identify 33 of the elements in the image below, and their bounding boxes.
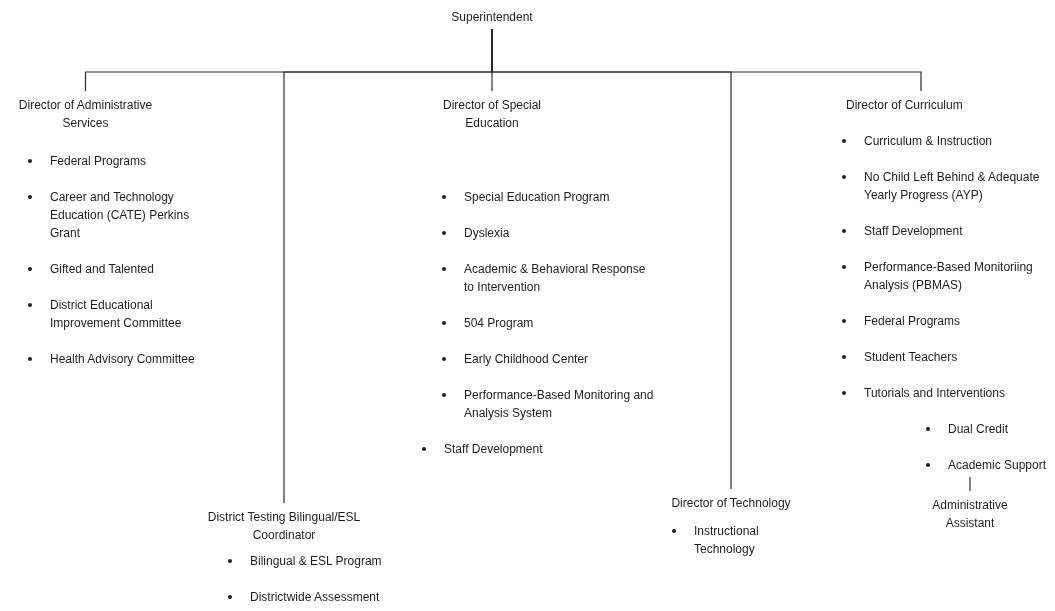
connector-line — [491, 28, 922, 92]
list-item-text: Performance-Based Monitoriing Analysis (PBMAS) — [864, 259, 1034, 294]
node-text: Superintendent — [432, 8, 552, 26]
list-item-text: No Child Left Behind & Adequate Yearly Progress (AYP) — [864, 169, 1041, 204]
list-item-text: Health Advisory Committee — [50, 351, 196, 368]
node-text: Director of Curriculum — [846, 96, 996, 114]
list-item-text: Dyslexia — [464, 225, 511, 242]
list-item-text: Career and Technology Education (CATE) Perkins Grant — [50, 189, 191, 242]
list-item-text: Districtwide Assessment — [250, 589, 381, 606]
list-item-text: Instructional Technology — [694, 523, 760, 558]
list-item-text: Performance-Based Monitoring and Analysis System — [464, 387, 654, 422]
list-item-text: Federal Programs — [864, 313, 962, 330]
list-item-text: Student Teachers — [864, 349, 959, 366]
node-text: Academic Support — [948, 456, 1055, 474]
list-item-text: Bilingual & ESL Program — [250, 553, 383, 570]
node-text: District Testing Bilingual/ESL Coordinator — [204, 508, 364, 544]
connector-line — [969, 476, 971, 492]
list-item-text: Academic & Behavioral Response to Intervention — [464, 261, 647, 296]
list-item-text: Dual Credit — [948, 421, 1010, 438]
list-item-text: Tutorials and Interventions — [864, 385, 1006, 402]
node-text: Director of Special Education — [437, 96, 547, 132]
node-text: Administrative Assistant — [922, 496, 1018, 532]
list-item-text: District Educational Improvement Committee — [50, 297, 183, 332]
list-item-text: Special Education Program — [464, 189, 611, 206]
list-item-text: Staff Development — [864, 223, 964, 240]
list-item-text: Federal Programs — [50, 153, 148, 170]
node-text: Director of Administrative Services — [8, 96, 163, 132]
list-item-text: Staff Development — [444, 441, 544, 458]
list-item-text: Curriculum & Instruction — [864, 133, 994, 150]
list-item-text: 504 Program — [464, 315, 535, 332]
node-text: Director of Technology — [660, 494, 802, 512]
list-item-text: Gifted and Talented — [50, 261, 155, 278]
list-item-text: Early Childhood Center — [464, 351, 590, 368]
